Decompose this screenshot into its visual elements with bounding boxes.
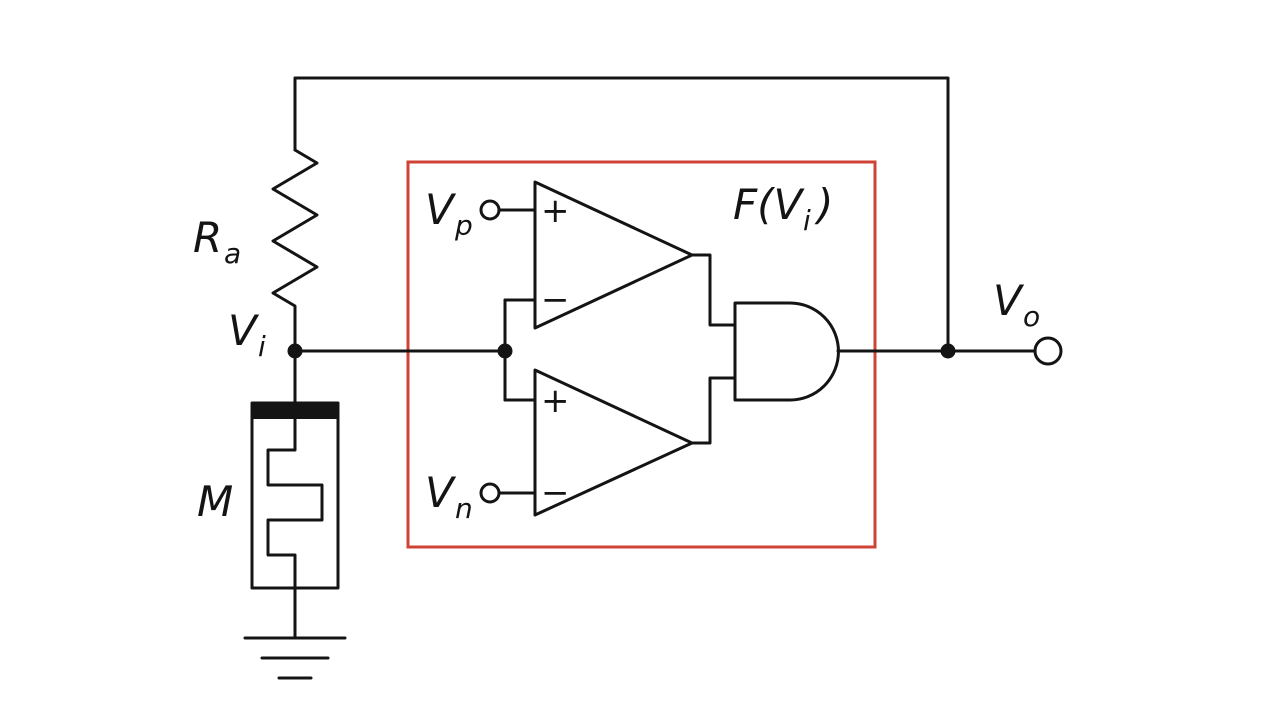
vn-terminal (479, 482, 501, 504)
wire-bottom-comparator-output (690, 376, 737, 445)
filled-marks (252, 343, 956, 419)
label-memristor: M (197, 477, 233, 526)
label-vn-sub: n (455, 492, 473, 525)
label-ra: R (193, 213, 222, 262)
comparator-bottom (533, 368, 694, 517)
labels: R a V i M V p V n V o F(V i ) + − + − (193, 180, 1040, 526)
minus-sign-top-comparator: − (541, 280, 570, 320)
label-vi: V (228, 306, 260, 355)
plus-sign-bottom-comparator: + (541, 381, 570, 421)
label-vp: V (425, 185, 457, 234)
label-vo: V (993, 276, 1025, 325)
ground-symbol (243, 636, 347, 680)
label-vi-sub: i (258, 330, 266, 363)
plus-sign-top-comparator: + (541, 191, 570, 231)
label-vn: V (425, 468, 457, 517)
wire-top-comparator-output (690, 253, 737, 327)
memristor-meander (266, 417, 324, 590)
and-gate (733, 301, 840, 402)
vi-node-dot (287, 343, 303, 359)
label-function-sub: i (803, 204, 811, 237)
memristor-polarity-bar (252, 403, 338, 419)
feedback-wire (293, 76, 950, 353)
vo-terminal (1033, 336, 1063, 366)
comparator-top (533, 180, 694, 330)
vp-terminal (479, 199, 501, 221)
output-node-dot (940, 343, 956, 359)
function-box (406, 160, 877, 549)
circuit-strokes (243, 76, 1063, 680)
label-vo-sub: o (1023, 300, 1040, 333)
junction-node-dot (497, 343, 513, 359)
label-vp-sub: p (454, 209, 473, 242)
minus-sign-bottom-comparator: − (541, 473, 570, 513)
label-ra-sub: a (224, 237, 241, 270)
label-function-post: ) (814, 180, 833, 229)
resistor-ra (271, 148, 319, 353)
label-function-pre: F(V (733, 180, 806, 229)
